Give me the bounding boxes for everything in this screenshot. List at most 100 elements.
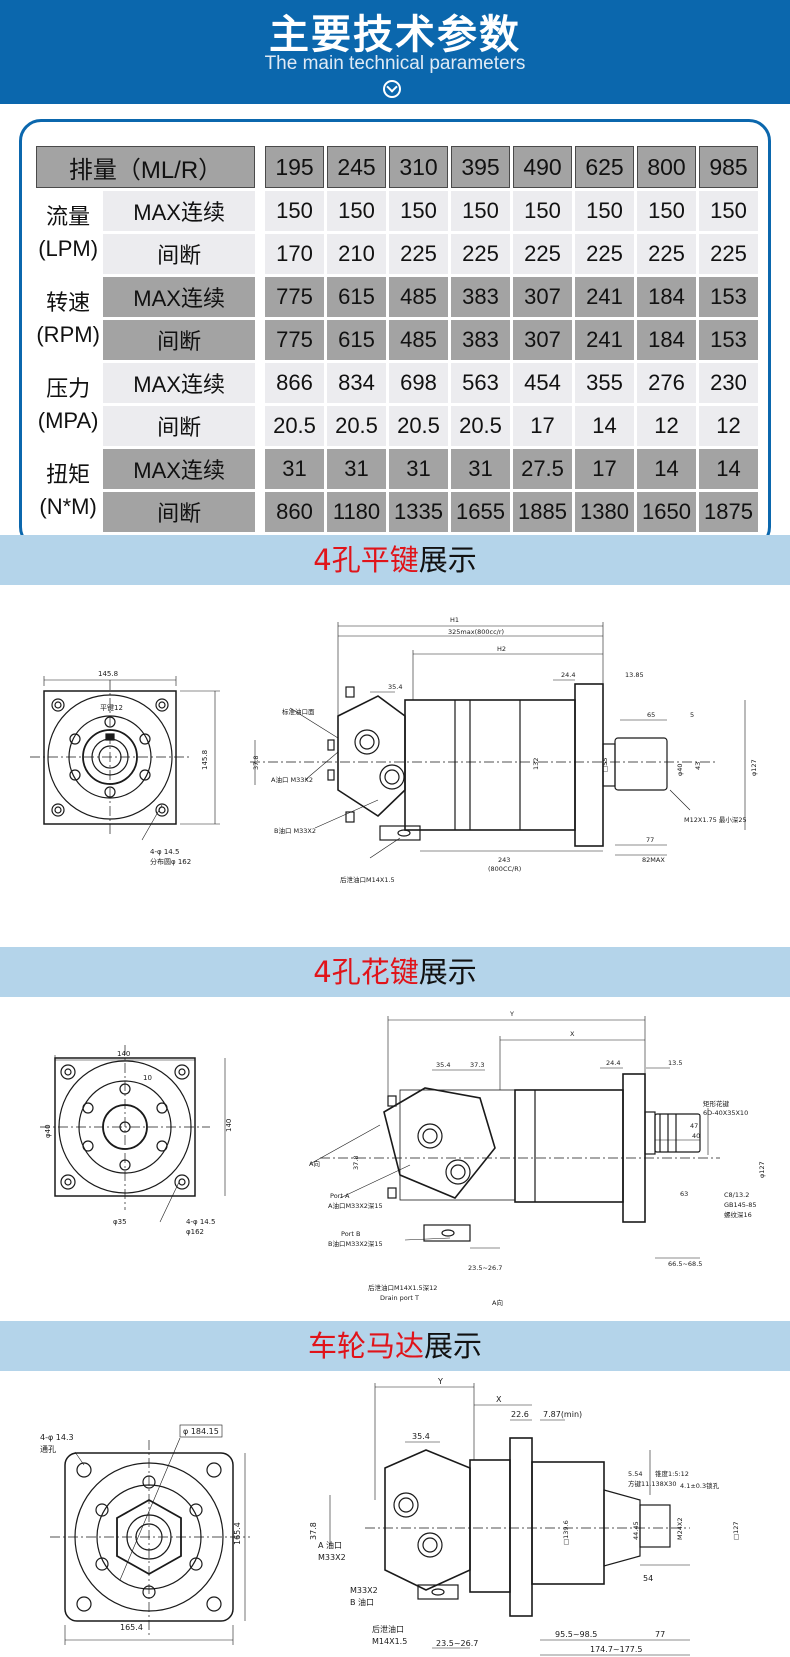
table-cell: 20.5 <box>265 406 324 446</box>
dim-text: A向 <box>492 1298 503 1307</box>
group-unit: (MPA) <box>37 407 99 433</box>
table-cell: 14 <box>699 449 758 489</box>
group-label: 扭矩(N*M) <box>36 449 101 532</box>
table-cell: 31 <box>327 449 386 489</box>
dim-text: 4.1±0.3锁孔 <box>680 1481 720 1490</box>
section-title-rest: 展示 <box>424 1329 483 1363</box>
displacement-cell: 310 <box>389 146 448 188</box>
displacement-header: 排量（ML/R） <box>36 146 255 188</box>
table-cell: 866 <box>265 363 324 403</box>
front-view-flat-key <box>30 676 220 841</box>
group-name: 扭矩 <box>46 461 91 487</box>
dim-text: A 油口 <box>318 1540 342 1550</box>
dim-text: Port B <box>341 1230 360 1238</box>
dim-text: 165.4 <box>233 1522 242 1545</box>
displacement-cell: 985 <box>699 146 758 188</box>
table-cell: 775 <box>265 320 324 360</box>
dim-text: 77 <box>655 1630 665 1639</box>
table-cell: 241 <box>575 277 634 317</box>
table-cell: 31 <box>265 449 324 489</box>
dim-text: M14X1.5 <box>372 1637 407 1646</box>
dim-text: 6D-40X35X10 <box>703 1109 748 1117</box>
dim-text: 145.8 <box>98 670 118 678</box>
table-cell: 225 <box>575 234 634 274</box>
table-cell: 20.5 <box>389 406 448 446</box>
front-view-wheel <box>50 1437 250 1645</box>
table-cell: 12 <box>699 406 758 446</box>
section-header-flat-key: 4孔平键展示 <box>0 535 790 585</box>
dim-text: 40 <box>692 1132 700 1140</box>
row-label: MAX连续 <box>103 449 255 489</box>
table-cell: 775 <box>265 277 324 317</box>
table-cell: 698 <box>389 363 448 403</box>
dim-text: 243 <box>498 856 510 864</box>
dim-text: C8/13.2 <box>724 1191 749 1199</box>
dim-text: 325max(800cc/r) <box>448 628 504 636</box>
table-cell: 307 <box>513 277 572 317</box>
dim-text: φ127 <box>750 759 758 776</box>
row-label: 间断 <box>103 320 255 360</box>
dim-text: 13.85 <box>625 671 644 679</box>
table-cell: 383 <box>451 277 510 317</box>
table-cell: 1885 <box>513 492 572 532</box>
dim-text: 44.45 <box>632 1521 640 1540</box>
dim-text: 35.4 <box>436 1061 450 1069</box>
table-cell: 307 <box>513 320 572 360</box>
spec-table: 排量（ML/R） 195 245 310 395 490 625 800 985… <box>33 143 761 535</box>
dim-text: 47 <box>690 1122 698 1130</box>
dim-text: φ 184.15 <box>183 1427 219 1436</box>
table-cell: 31 <box>389 449 448 489</box>
dim-text: M24X2 <box>676 1518 684 1540</box>
dim-text: 140 <box>117 1050 130 1058</box>
dim-text: 23.5~26.7 <box>468 1264 502 1272</box>
displacement-cell: 490 <box>513 146 572 188</box>
row-label: 间断 <box>103 492 255 532</box>
table-cell: 20.5 <box>327 406 386 446</box>
table-cell: 27.5 <box>513 449 572 489</box>
dim-text: 145.8 <box>201 750 209 770</box>
table-cell: 230 <box>699 363 758 403</box>
dim-text: M33X2 <box>318 1553 346 1562</box>
dim-text: 螺纹深16 <box>724 1210 752 1219</box>
dim-text: 82MAX <box>642 856 665 864</box>
table-cell: 150 <box>327 191 386 231</box>
table-cell: 615 <box>327 277 386 317</box>
table-cell: 12 <box>637 406 696 446</box>
dim-text: 63 <box>680 1190 688 1198</box>
dim-text: 23.5~26.7 <box>436 1639 478 1648</box>
section-title-highlight: 车轮马达 <box>307 1329 424 1363</box>
dim-text: A油口M33X2深15 <box>328 1201 383 1210</box>
table-cell: 150 <box>575 191 634 231</box>
table-cell: 276 <box>637 363 696 403</box>
table-cell: 225 <box>513 234 572 274</box>
table-cell: 241 <box>575 320 634 360</box>
dim-text: 后泄油口M14X1.5 <box>340 875 395 884</box>
side-view-spline <box>309 1016 720 1259</box>
displacement-cell: 195 <box>265 146 324 188</box>
dim-text: 平键12 <box>100 703 123 712</box>
dim-text: 132 <box>532 758 540 770</box>
dim-text: H2 <box>497 645 506 653</box>
dim-text: 95.5~98.5 <box>555 1630 597 1639</box>
table-cell: 615 <box>327 320 386 360</box>
dim-text: φ162 <box>186 1228 204 1236</box>
row-label: MAX连续 <box>103 191 255 231</box>
dim-text: 后泄油口M14X1.5深12 <box>368 1283 437 1292</box>
table-cell: 210 <box>327 234 386 274</box>
dim-text: 37.8 <box>309 1522 318 1540</box>
table-cell: 150 <box>637 191 696 231</box>
dim-text: 24.4 <box>606 1059 620 1067</box>
dim-text: 4-φ 14.5 <box>186 1218 215 1226</box>
table-cell: 150 <box>513 191 572 231</box>
dim-text: 43 <box>694 762 702 770</box>
dim-text: □127 <box>732 1521 740 1540</box>
dim-text: φ35 <box>113 1218 127 1226</box>
dim-text: 方键11.138X30 <box>628 1479 676 1488</box>
dim-text: B 油口 <box>350 1597 374 1607</box>
